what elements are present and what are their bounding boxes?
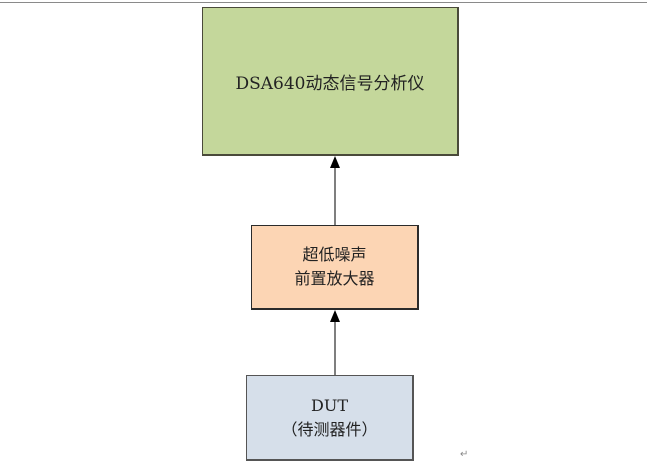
node-label-line2: （待测器件） (281, 419, 378, 439)
node-low-noise-preamp: 超低噪声 前置放大器 (251, 225, 419, 310)
node-label-line2: 前置放大器 (294, 269, 375, 288)
node-label-line1: DUT (311, 395, 348, 415)
page-top-border (0, 2, 647, 3)
arrowhead-icon (330, 156, 340, 168)
paragraph-mark-icon: ↵ (460, 449, 469, 460)
node-dsa640-analyzer: DSA640动态信号分析仪 (202, 7, 459, 156)
edge-preamp-to-analyzer (330, 156, 340, 225)
edge-dut-to-preamp (330, 310, 340, 375)
node-label-line1: 超低噪声 (302, 245, 367, 264)
node-label: DSA640动态信号分析仪 (235, 73, 425, 94)
arrowhead-icon (330, 310, 340, 322)
node-dut: DUT （待测器件） (246, 375, 414, 461)
